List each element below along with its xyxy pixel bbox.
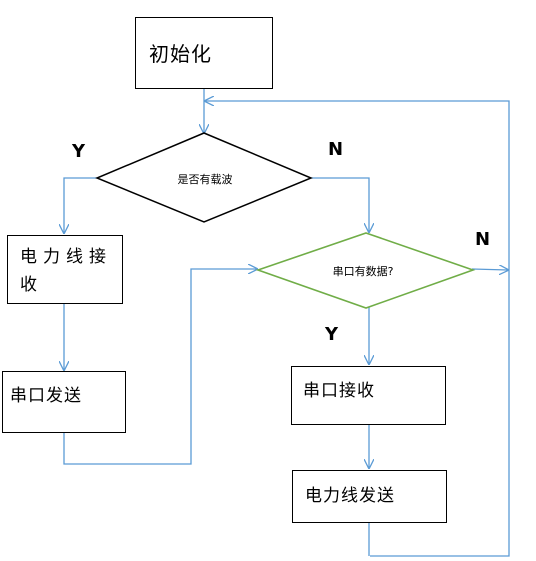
carrier-no-label: N: [328, 139, 344, 160]
decision-serial-data-diamond: [255, 232, 476, 309]
serial-send-box: 串口发送: [2, 371, 126, 433]
connector-carrier-no: [311, 177, 369, 232]
power-line-send-label: 电力线发送: [305, 486, 395, 506]
init-label: 初始化: [149, 42, 212, 66]
power-line-receive-box: 电力线接收: [7, 235, 123, 304]
power-line-send-box: 电力线发送: [292, 470, 447, 523]
init-box: 初始化: [135, 17, 273, 89]
connector-serial-no: [471, 269, 508, 270]
serial-receive-box: 串口接收: [291, 366, 446, 425]
serial-data-check-label: 串口有数据?: [332, 265, 394, 278]
carrier-yes-label: Y: [72, 141, 86, 162]
carrier-check-label: 是否有载波: [177, 173, 233, 186]
serial-receive-label: 串口接收: [303, 381, 375, 401]
connector-carrier-yes: [64, 177, 97, 233]
serial-send-label: 串口发送: [10, 386, 82, 406]
connector-send-to-serial-check: [63, 269, 257, 465]
connector-loop-back: [205, 101, 510, 557]
serial-yes-label: Y: [325, 324, 339, 345]
decision-carrier-diamond: [95, 132, 313, 223]
power-line-receive-label: 电力线接收: [20, 247, 112, 295]
serial-no-label: N: [475, 229, 491, 250]
